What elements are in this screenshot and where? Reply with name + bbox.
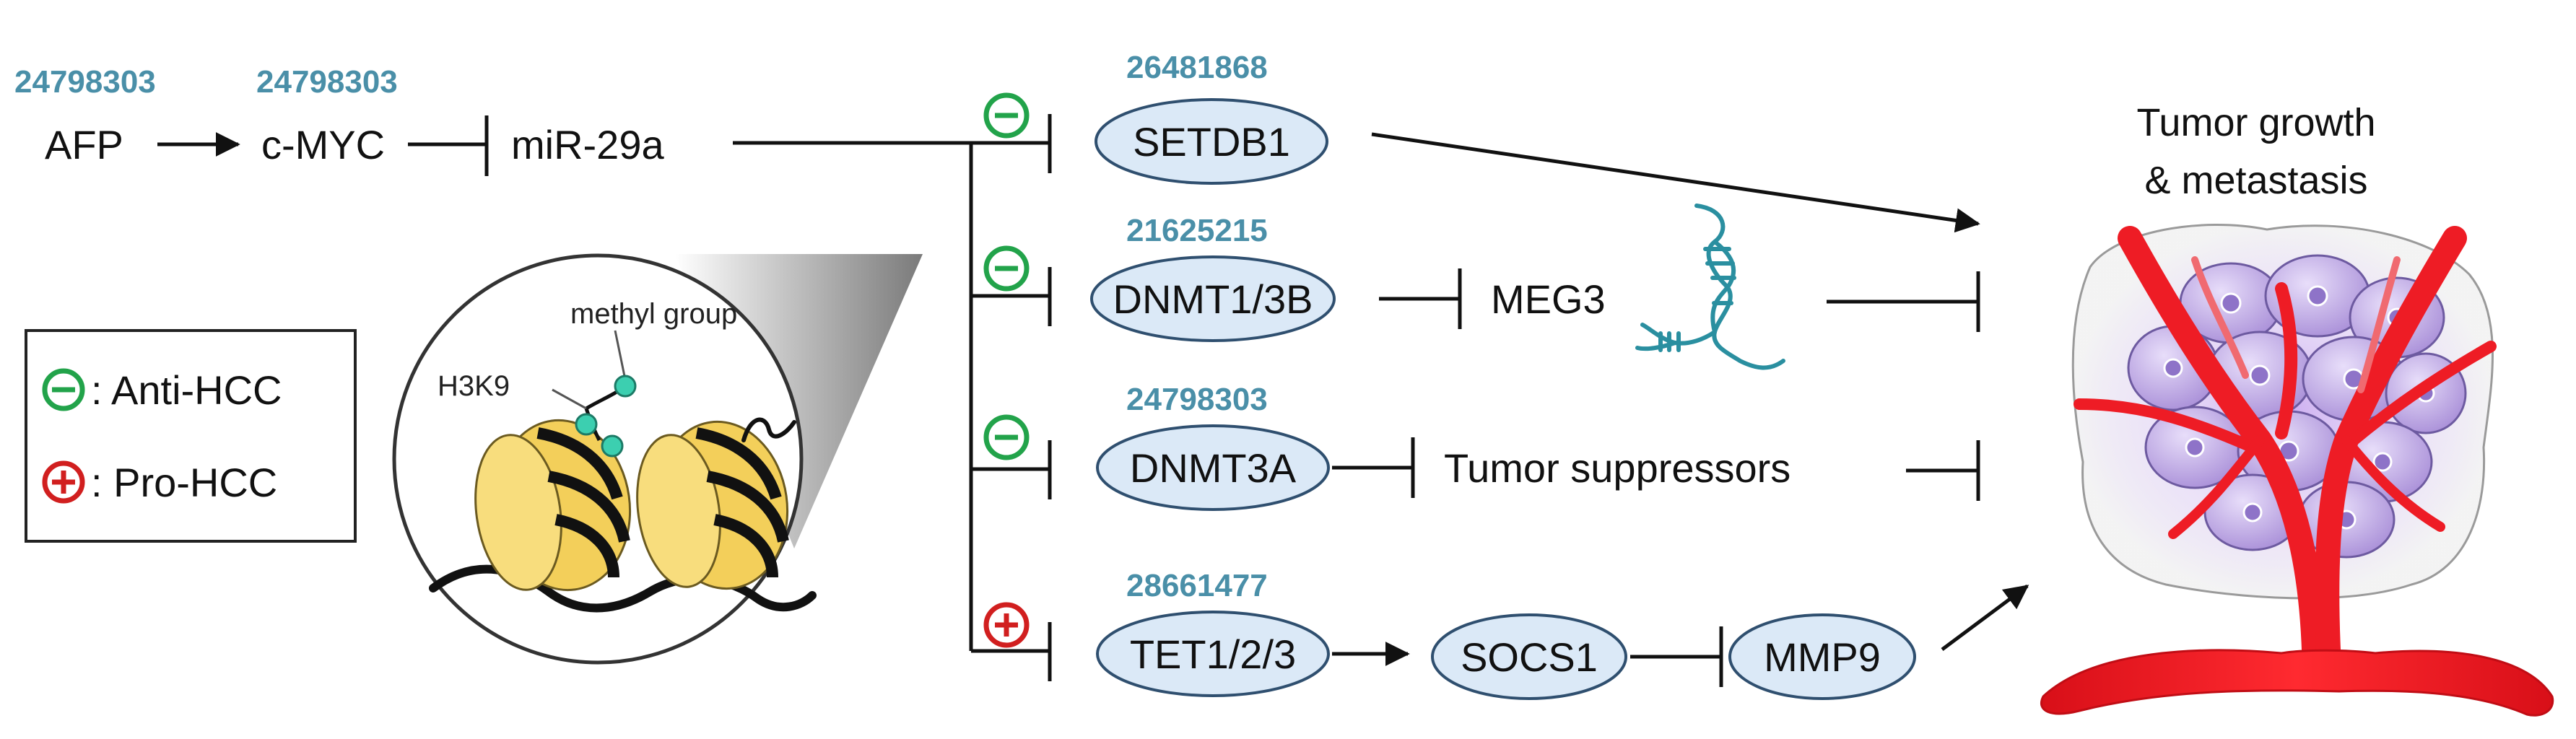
node-mir29a: miR-29a — [511, 122, 664, 167]
nucleosome-icon — [636, 420, 789, 590]
h3k9-leader — [552, 388, 587, 410]
node-dnmt3a: DNMT3A — [1096, 424, 1330, 511]
minus-circle-icon — [983, 245, 1030, 292]
outcome-title-line1: Tumor growth — [2136, 101, 2375, 144]
tumor-icon — [2040, 224, 2554, 717]
inset-h3k9-label: H3K9 — [438, 370, 510, 402]
edge-mmp9-promotes-tumor — [1941, 584, 2029, 652]
node-mmp9-label: MMP9 — [1764, 634, 1881, 680]
node-dnmt3a-label: DNMT3A — [1130, 445, 1297, 491]
node-cmyc: c-MYC — [261, 122, 385, 167]
node-meg3: MEG3 — [1491, 276, 1606, 322]
plus-circle-icon — [983, 602, 1030, 648]
methyl-leader — [614, 330, 627, 380]
minus-circle-icon — [983, 414, 1030, 460]
nucleosome-inset: methyl group H3K9 — [392, 253, 817, 665]
node-setdb1: SETDB1 — [1095, 98, 1328, 185]
pmid-dnmt1-3b: 21625215 — [1126, 213, 1268, 248]
pmid-tet: 28661477 — [1126, 568, 1268, 603]
outcome-title-line2: & metastasis — [2144, 159, 2367, 202]
legend: : Anti-HCC : Pro-HCC — [25, 329, 357, 543]
node-afp: AFP — [45, 122, 123, 167]
node-setdb1-label: SETDB1 — [1133, 119, 1290, 165]
nucleosome-icon — [474, 419, 632, 592]
node-tumor-suppressors: Tumor suppressors — [1444, 445, 1790, 491]
minus-circle-icon — [983, 92, 1030, 139]
legend-anti-label: : Anti-HCC — [91, 367, 282, 413]
node-socs1: SOCS1 — [1431, 613, 1627, 700]
node-mmp9: MMP9 — [1728, 613, 1916, 700]
edge-setdb1-promotes-tumor — [1371, 132, 1980, 233]
pmid-afp: 24798303 — [14, 64, 156, 100]
rna-hairpin-icon — [1635, 204, 1785, 370]
pmid-setdb1: 26481868 — [1126, 50, 1268, 85]
legend-pro-label: : Pro-HCC — [91, 460, 277, 505]
node-dnmt1-3b-label: DNMT1/3B — [1113, 276, 1313, 322]
minus-circle-icon — [42, 368, 85, 411]
node-dnmt1-3b: DNMT1/3B — [1090, 255, 1336, 342]
node-tet-label: TET1/2/3 — [1130, 631, 1296, 677]
plus-circle-icon — [42, 460, 85, 504]
node-tet: TET1/2/3 — [1096, 611, 1330, 697]
pmid-dnmt3a: 24798303 — [1126, 382, 1268, 417]
inset-methyl-label: methyl group — [570, 298, 737, 330]
node-socs1-label: SOCS1 — [1461, 634, 1598, 680]
pmid-cmyc: 24798303 — [256, 64, 398, 100]
